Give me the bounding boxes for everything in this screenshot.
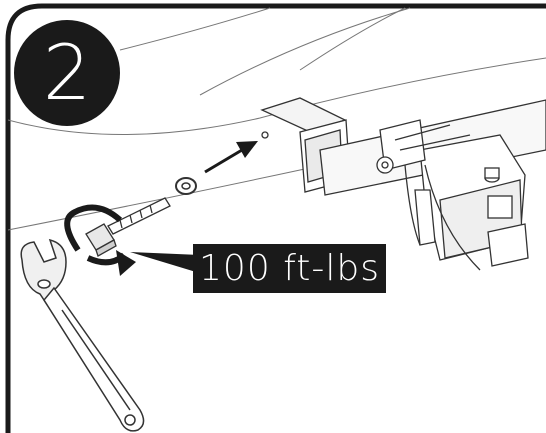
washer-icon	[175, 177, 197, 195]
step-badge	[14, 20, 120, 126]
step-number: 2	[42, 28, 92, 117]
bolt-icon	[85, 197, 171, 257]
vehicle-underbody	[7, 7, 546, 231]
diagram-frame	[5, 3, 546, 433]
direction-arrow-icon	[204, 141, 258, 174]
hitch-mount	[319, 99, 546, 271]
rotation-arrow-icon	[64, 204, 136, 276]
callout-pointer	[130, 252, 200, 272]
wrench-icon	[20, 238, 145, 432]
torque-label: 100 ft-lbs	[193, 244, 386, 293]
